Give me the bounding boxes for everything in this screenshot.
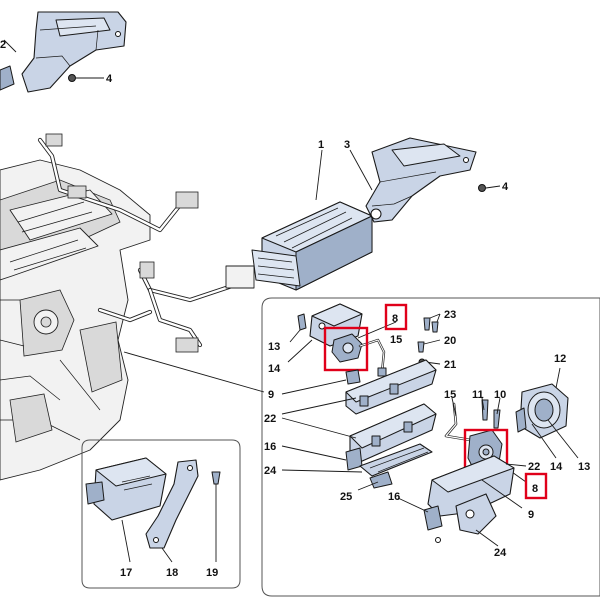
callout-9-right: 9: [528, 509, 534, 521]
callout-13-left: 13: [268, 341, 280, 353]
callout-11: 11: [472, 389, 484, 401]
callout-25: 25: [340, 491, 352, 503]
callout-19: 19: [206, 567, 218, 579]
control-module-17: [85, 457, 167, 563]
callout-24-right: 24: [494, 547, 507, 559]
inset-frame-bottom-left: [81, 439, 241, 589]
callout-15-lower: 15: [444, 389, 456, 401]
highlight-box-upper: [323, 326, 369, 372]
callout-20: 20: [444, 335, 456, 347]
callout-3: 3: [344, 139, 350, 151]
callout-12: 12: [554, 353, 566, 365]
callout-10: 10: [494, 389, 506, 401]
bolt-4-top: [68, 74, 104, 82]
throttle-body-12: [515, 367, 579, 459]
callout-15-upper: 15: [390, 334, 402, 346]
callout-box-8-upper: [384, 303, 408, 331]
callout-13-right: 13: [578, 461, 590, 473]
clip-25: [357, 471, 393, 491]
callout-22-right: 22: [528, 461, 540, 473]
callout-18: 18: [166, 567, 178, 579]
wiring-harness: [37, 133, 255, 353]
ecu-unit: [251, 201, 373, 291]
callout-22-left: 22: [264, 413, 276, 425]
callout-box-8-lower: [524, 472, 548, 500]
callout-17: 17: [120, 567, 132, 579]
callout-8-lower: 8: [532, 483, 538, 495]
fuel-rail-22-lower: [349, 403, 437, 463]
callout-16-left: 16: [264, 441, 276, 453]
callout-14-right: 14: [550, 461, 563, 473]
callout-4-top: 4: [106, 73, 113, 85]
pipes-15-11-10: [444, 397, 501, 442]
callout-2: 2: [0, 39, 6, 51]
bracket-18: [145, 459, 199, 563]
clip-9: [281, 369, 361, 395]
callout-8-upper: 8: [392, 313, 398, 325]
callout-16-right: 16: [388, 491, 400, 503]
injector-assembly-lower: [397, 455, 527, 547]
bolt-4-right: [478, 184, 501, 192]
callout-21: 21: [444, 359, 456, 371]
injector-16-left: [281, 445, 363, 471]
inset-frame-right: [261, 297, 600, 597]
engine-assembly: [0, 159, 151, 481]
bolt-19: [211, 471, 221, 562]
bolts-23-20-21: [417, 313, 441, 366]
callout-23: 23: [444, 309, 456, 321]
callout-14-left: 14: [268, 363, 281, 375]
bracket-top-left: [0, 11, 127, 93]
callout-1: 1: [318, 139, 324, 151]
callout-labels: 2 4 1 3 4 8 8 13 14 9 15 23 20 21 12 15 …: [0, 39, 590, 579]
callout-24-left: 24: [264, 465, 277, 477]
sensor-8-upper: [331, 321, 397, 377]
callout-4-right: 4: [502, 181, 509, 193]
callout-9-left: 9: [268, 389, 274, 401]
ecu-bracket: [365, 137, 477, 223]
fuel-rail-22-upper: [345, 359, 437, 415]
harness-24-left: [281, 443, 433, 477]
